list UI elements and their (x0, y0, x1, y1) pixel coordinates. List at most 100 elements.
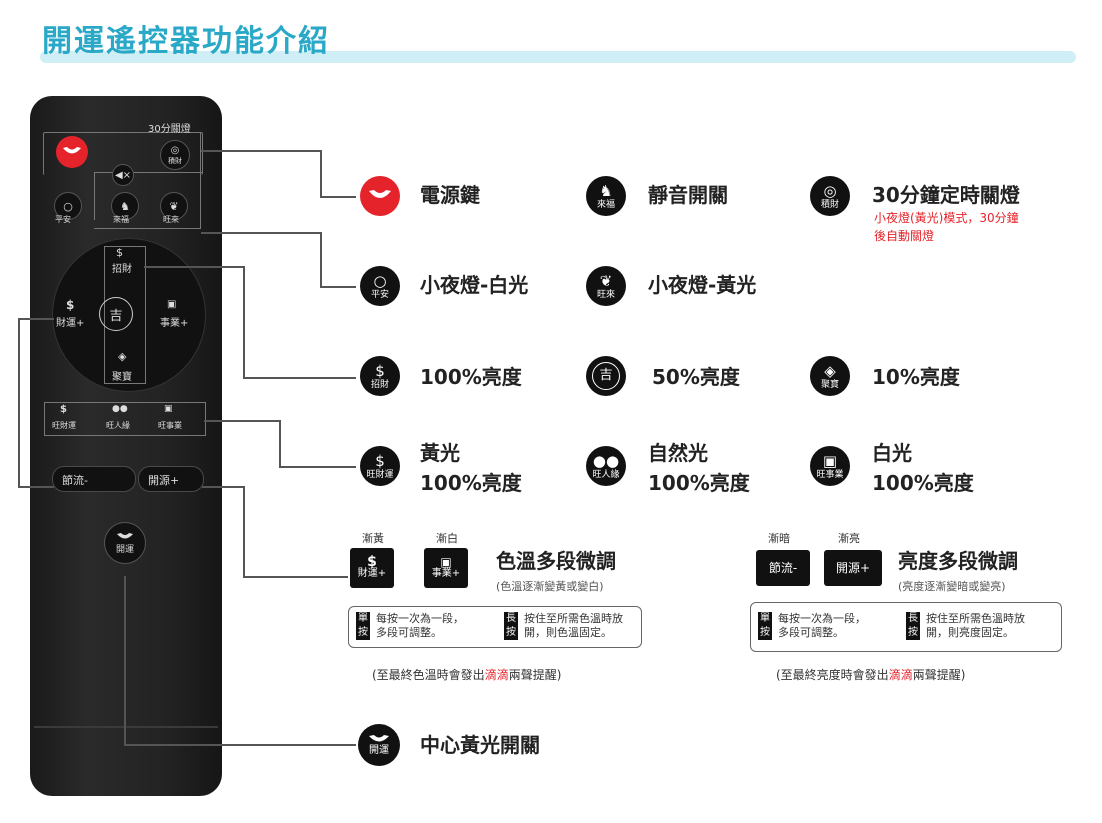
connector-center-v (124, 576, 126, 744)
wheel-right[interactable]: 事業+ (160, 318, 189, 329)
connector-wheel-h2 (243, 377, 356, 379)
top-frame-bottom (94, 228, 201, 229)
temp-note-long-2: 開，則色溫固定。 (524, 626, 612, 639)
connector-wheel-v (243, 266, 245, 378)
hand-money-icon: $ (375, 361, 385, 380)
hand-money-icon: $ (116, 246, 123, 259)
connector-night-v (320, 232, 322, 286)
power-callout-icon (360, 176, 400, 216)
connector-wheel-h (144, 266, 244, 268)
night-white-label: 小夜燈-白光 (420, 273, 529, 297)
dollar-icon: $ (367, 554, 377, 570)
bright-note-single-2: 多段可調整。 (778, 626, 844, 639)
dim-pill-button[interactable] (52, 466, 136, 492)
connector-temp-v (243, 486, 245, 576)
row3-label-3[interactable]: 旺事業 (158, 421, 182, 430)
bright-note-single-1: 每按一次為一段， (778, 612, 866, 625)
temp-endnote: (至最終色溫時會發出滴滴兩聲提醒) (372, 668, 562, 682)
ingot-icon (369, 735, 389, 742)
row3-briefcase-icon: ▣ (164, 404, 173, 414)
temp-tag-long: 長按 (504, 612, 518, 640)
row3-label-2[interactable]: 旺人緣 (106, 421, 130, 430)
wheel-bottom[interactable]: 聚寶 (112, 372, 132, 383)
dog-button[interactable]: ♞ (111, 192, 139, 220)
apple-icon: ○ (373, 271, 387, 290)
bright-sub: (亮度逐漸變暗或變亮) (898, 580, 1006, 593)
power-button[interactable] (56, 136, 88, 168)
white-label-2: 100%亮度 (872, 471, 974, 495)
night-yellow-callout-icon: ❦旺來 (586, 266, 626, 306)
dollar-icon: $ (375, 451, 385, 470)
power-row-label-3: 旺來 (163, 215, 179, 224)
briefcase-icon: ▣ (822, 451, 838, 470)
connector-row3-h2 (279, 466, 356, 468)
mute-button[interactable]: ◀× (112, 164, 134, 186)
night-yellow-button[interactable]: ❦ (160, 192, 188, 220)
bright-notebox (750, 602, 1062, 652)
bright-small-1: 漸暗 (768, 532, 790, 545)
people-icon: ●● (592, 451, 620, 470)
timer-label: 30分關燈 (148, 124, 191, 135)
pineapple-icon: ❦ (599, 271, 613, 290)
temp-small-1: 漸黃 (362, 532, 384, 545)
bright-small-2: 漸亮 (838, 532, 860, 545)
speaker-mute-icon: ◀× (114, 169, 132, 181)
b10-callout-icon: ◈聚寶 (810, 356, 850, 396)
temp-sub: (色溫逐漸變黃或變白) (496, 580, 604, 593)
b100-label: 100%亮度 (420, 365, 522, 389)
timer-button[interactable]: ◎ 積財 (160, 140, 190, 170)
top-frame (43, 132, 203, 175)
connector-left-v (18, 318, 20, 486)
page-title: 開運遙控器功能介紹 (42, 24, 330, 59)
bright-pill-button[interactable] (138, 466, 204, 492)
connector-power-h2 (320, 196, 356, 198)
power-row-label-2: 來福 (113, 215, 129, 224)
natural-callout-icon: ●●旺人緣 (586, 446, 626, 486)
connector-left-h2 (18, 486, 54, 488)
top-frame-left (94, 172, 95, 220)
temp-note-single-1: 每按一次為一段， (376, 612, 464, 625)
night-white-callout-icon: ○平安 (360, 266, 400, 306)
temp-small-2: 漸白 (436, 532, 458, 545)
yellow-label-1: 黃光 (420, 441, 460, 465)
night-white-button[interactable]: ○ (54, 192, 82, 220)
briefcase-icon: ▣ (440, 555, 452, 569)
b50-callout-icon: 吉 (586, 356, 626, 396)
connector-temp-h (202, 486, 244, 488)
timer-label-callout: 30分鐘定時關燈 (872, 183, 1020, 207)
briefcase-icon: ▣ (167, 299, 177, 310)
connector-night-h (201, 232, 321, 234)
b100-callout-icon: $招財 (360, 356, 400, 396)
row3-label-1[interactable]: 旺財運 (52, 421, 76, 430)
b10-label: 10%亮度 (872, 365, 960, 389)
center-button[interactable]: 開運 (104, 522, 146, 564)
ingot-icon (369, 190, 391, 198)
connector-temp-h2 (243, 576, 348, 578)
bright-tag-single: 單按 (758, 612, 772, 640)
timer-note-2: 後自動關燈 (874, 229, 935, 243)
temp-note-long-1: 按住至所需色溫時放 (524, 612, 623, 625)
wheel-center[interactable]: 吉 (99, 297, 133, 331)
bright-btn-1: 節流- (756, 550, 810, 586)
white-callout-icon: ▣旺事業 (810, 446, 850, 486)
wheel-left[interactable]: 財運+ (56, 318, 85, 329)
connector-night-h2 (320, 286, 356, 288)
natural-label-1: 自然光 (648, 441, 708, 465)
ingot-icon (117, 532, 133, 538)
bright-tag-long: 長按 (906, 612, 920, 640)
connector-row3-v (279, 420, 281, 466)
pineapple-icon: ❦ (169, 199, 179, 213)
title-underline (40, 51, 1076, 63)
yellow-label-2: 100%亮度 (420, 471, 522, 495)
apple-icon: ○ (63, 199, 73, 213)
row3-dollar-icon: $ (60, 404, 67, 415)
top-frame-right (200, 132, 201, 228)
natural-label-2: 100%亮度 (648, 471, 750, 495)
temp-tag-single: 單按 (356, 612, 370, 640)
ingot-icon (63, 147, 81, 154)
power-row-label-1: 平安 (55, 215, 71, 224)
wheel-top[interactable]: 招財 (112, 264, 132, 275)
dim-pill-label: 節流- (62, 474, 88, 487)
power-label: 電源鍵 (420, 183, 480, 207)
bright-note-long-1: 按住至所需色溫時放 (926, 612, 1025, 625)
